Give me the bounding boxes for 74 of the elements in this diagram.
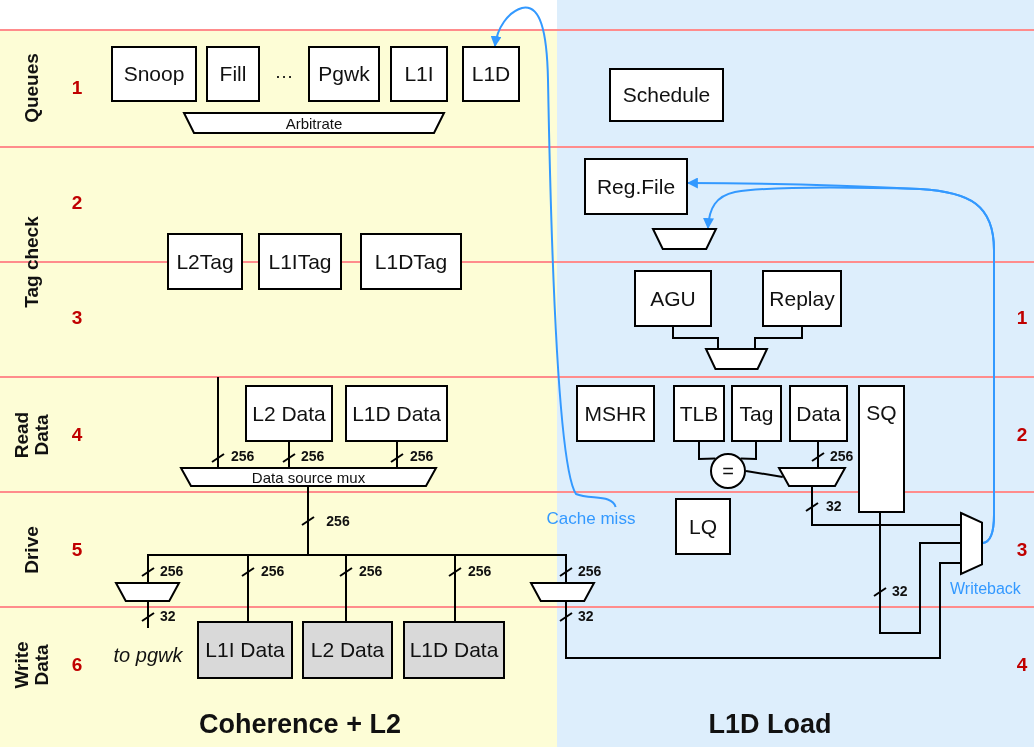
signal-line	[565, 562, 961, 659]
unit-box: L1D Data	[345, 385, 448, 442]
mux-trapezoid: Arbitrate	[183, 112, 445, 134]
cycle-number: 1	[1016, 307, 1028, 329]
unit-box: Fill	[206, 46, 260, 102]
unit-box: MSHR	[576, 385, 655, 442]
signal-line	[879, 512, 961, 634]
bus-width-label: 256	[410, 448, 434, 464]
bus-width-label: 256	[160, 563, 184, 579]
stage-label: Drive	[22, 526, 42, 574]
data-array-box: L2 Data	[302, 621, 393, 679]
unit-box: Replay	[762, 270, 842, 327]
unit-box: LQ	[675, 498, 731, 555]
unit-box: L1DTag	[360, 233, 462, 290]
signal-line	[811, 486, 961, 526]
signal-line	[396, 441, 398, 468]
cycle-number: 4	[1016, 654, 1028, 676]
cycle-number: 5	[71, 539, 83, 561]
cycle-number: 1	[71, 77, 83, 99]
data-array-box: L1I Data	[197, 621, 293, 679]
unit-box: L2Tag	[167, 233, 243, 290]
cycle-number: 2	[71, 192, 83, 214]
bus-width-label: 256	[359, 563, 383, 579]
signal-line	[754, 326, 803, 349]
section-title: L1D Load	[708, 708, 832, 740]
stage-label: Write Data	[12, 640, 52, 691]
destination-label: to pgwk	[114, 628, 182, 682]
stage-label: Read Data	[12, 410, 52, 461]
cycle-number: 6	[71, 654, 83, 676]
stage-label: Queues	[22, 53, 42, 123]
bus-width-label: 256	[261, 563, 285, 579]
cycle-number: 3	[1016, 539, 1028, 561]
unit-box: Data	[789, 385, 848, 442]
unit-box: Schedule	[609, 68, 724, 122]
unit-box: Tag	[731, 385, 782, 442]
stage-label: Tag check	[22, 216, 42, 308]
queue-box: SQ	[858, 385, 905, 513]
signal-line	[739, 441, 757, 461]
bus-width-label: 32	[826, 498, 842, 514]
section-title: Coherence + L2	[199, 708, 401, 740]
ellipsis: …	[274, 61, 294, 83]
unit-box: L1D	[462, 46, 520, 102]
bus-width-label: 32	[578, 608, 594, 624]
mux-trapezoid: Data source mux	[180, 467, 437, 487]
unit-box: AGU	[634, 270, 712, 327]
signal-line	[698, 441, 717, 461]
bus-width-label: 32	[160, 608, 176, 624]
bus-width-label: 256	[301, 448, 325, 464]
signal-line	[817, 441, 819, 468]
unit-box: Pgwk	[308, 46, 380, 102]
unit-box: L2 Data	[245, 385, 333, 442]
cycle-number: 2	[1016, 424, 1028, 446]
signal-line	[745, 470, 784, 478]
unit-box: L1I	[390, 46, 448, 102]
bus-width-label: 32	[892, 583, 908, 599]
signal-line	[672, 326, 719, 349]
bus-width-label: 256	[578, 563, 602, 579]
annotation-label: Cache miss	[535, 507, 647, 531]
signal-line	[217, 376, 219, 468]
bus-width-label: 256	[231, 448, 255, 464]
bus-width-label: 256	[326, 513, 350, 529]
unit-box: L1ITag	[258, 233, 342, 290]
bus-width-label: 256	[468, 563, 492, 579]
cycle-number: 3	[71, 307, 83, 329]
arrow	[491, 6, 617, 508]
unit-box: TLB	[673, 385, 725, 442]
signal-line	[147, 601, 149, 629]
cycle-number: 4	[71, 424, 83, 446]
signal-line	[288, 441, 290, 468]
data-array-box: L1D Data	[403, 621, 505, 679]
mux-caption: Writeback	[950, 580, 1021, 598]
unit-box: Reg.File	[584, 158, 688, 215]
unit-box: Snoop	[111, 46, 197, 102]
bus-width-label: 256	[830, 448, 854, 464]
